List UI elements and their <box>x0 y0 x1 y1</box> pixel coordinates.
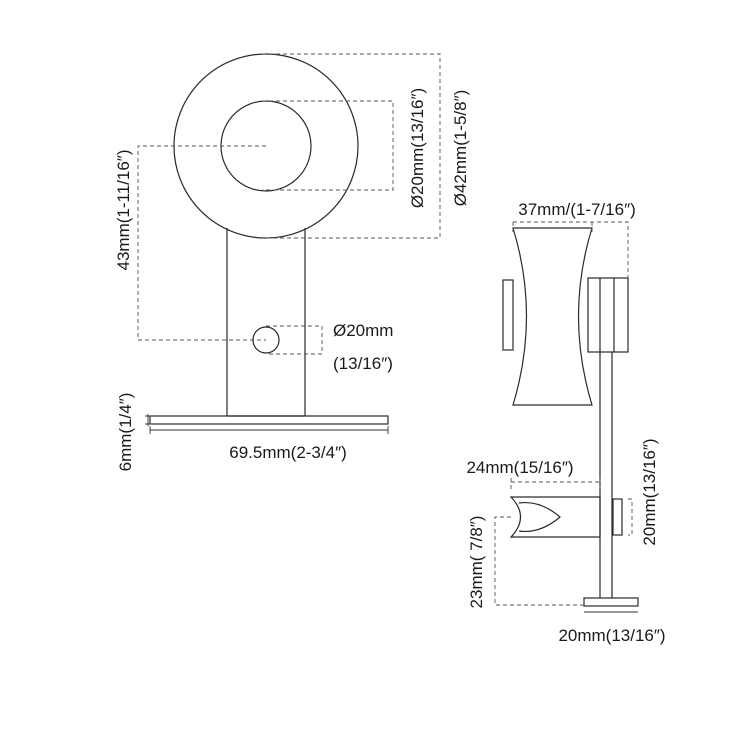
base-width-dim-line <box>149 426 389 434</box>
side-view: 37mm/(1-7/16″) 20mm(13/16″) 24mm(15/16″)… <box>466 200 665 645</box>
hole-diameter-in-label: (13/16″) <box>333 354 393 373</box>
guide-roller-nut <box>612 498 623 536</box>
wheel-profile <box>512 227 593 406</box>
inner-diameter-label: Ø20mm(13/16″) <box>408 88 427 208</box>
guide-width-dim-line <box>510 478 601 490</box>
height-center-label: 43mm(1-11/16″) <box>114 150 133 271</box>
post-height-label: 20mm(13/16″) <box>558 626 665 645</box>
guide-height-label: 23mm( 7/8″) <box>467 516 486 609</box>
wheel-width-dim-line <box>512 221 629 278</box>
height-dim-line <box>137 145 266 341</box>
guide-roller <box>509 496 601 538</box>
inner-dia-dim-line <box>262 100 394 191</box>
wheel-spacer-detail <box>599 278 615 352</box>
base-thickness-ticks <box>145 414 152 426</box>
post-body <box>226 228 306 417</box>
wheel-hub-left <box>502 279 514 351</box>
post-height-dim-line <box>628 498 633 536</box>
hole-diameter-mm-label: Ø20mm <box>333 321 393 340</box>
base-width-label: 69.5mm(2-3/4″) <box>229 443 347 462</box>
wheel-spacer-label: 20mm(13/16″) <box>640 438 659 545</box>
floor-plate <box>583 597 639 607</box>
outer-dia-dim-line <box>262 53 441 239</box>
base-plate <box>149 415 389 425</box>
hole-dim-line <box>266 325 323 355</box>
guide-height-dim-line <box>494 516 584 606</box>
wheel-spacer <box>587 277 629 353</box>
outer-diameter-label: Ø42mm(1-5/8″) <box>451 90 470 207</box>
base-thickness-label: 6mm(1/4″) <box>116 393 135 472</box>
guide-roller-contour <box>518 501 561 533</box>
side-post <box>599 352 613 598</box>
guide-width-label: 24mm(15/16″) <box>466 458 573 477</box>
front-view: 43mm(1-11/16″) Ø20mm(13/16″) Ø42mm(1-5/8… <box>114 53 470 472</box>
wheel-width-label: 37mm/(1-7/16″) <box>518 200 636 219</box>
